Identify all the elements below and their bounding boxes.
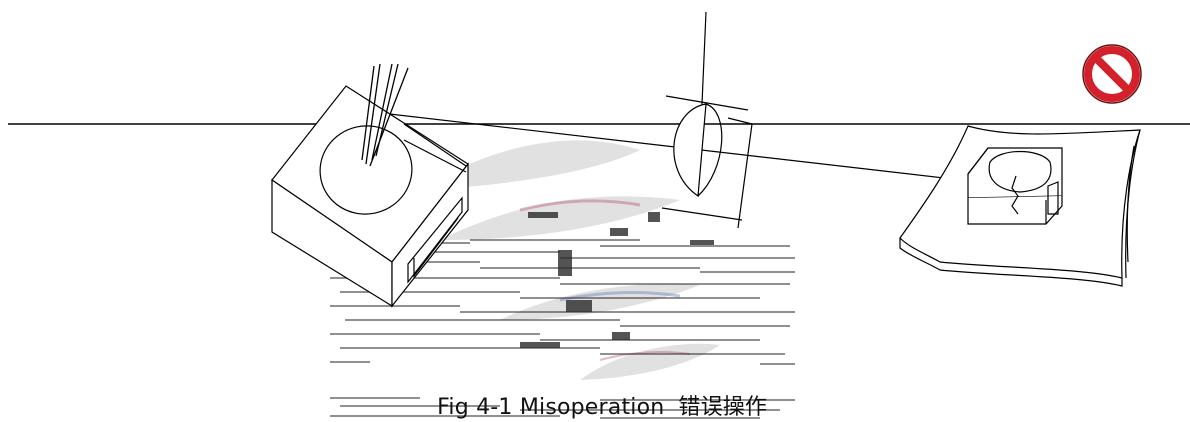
left-block (271, 85, 469, 308)
scan-noise-blocks (520, 212, 714, 348)
figure-caption-label: Fig 4-1 Misoperation (437, 395, 665, 420)
background-artifacts (420, 140, 720, 380)
figure-caption-label-cn: 错误操作 (678, 395, 768, 420)
center-lens (661, 11, 753, 229)
tweezers (361, 63, 409, 167)
prohibited-sign-icon (1082, 44, 1142, 104)
right-part (899, 125, 1141, 287)
figure-caption: Fig 4-1 Misoperation 错误操作 (0, 364, 1190, 421)
